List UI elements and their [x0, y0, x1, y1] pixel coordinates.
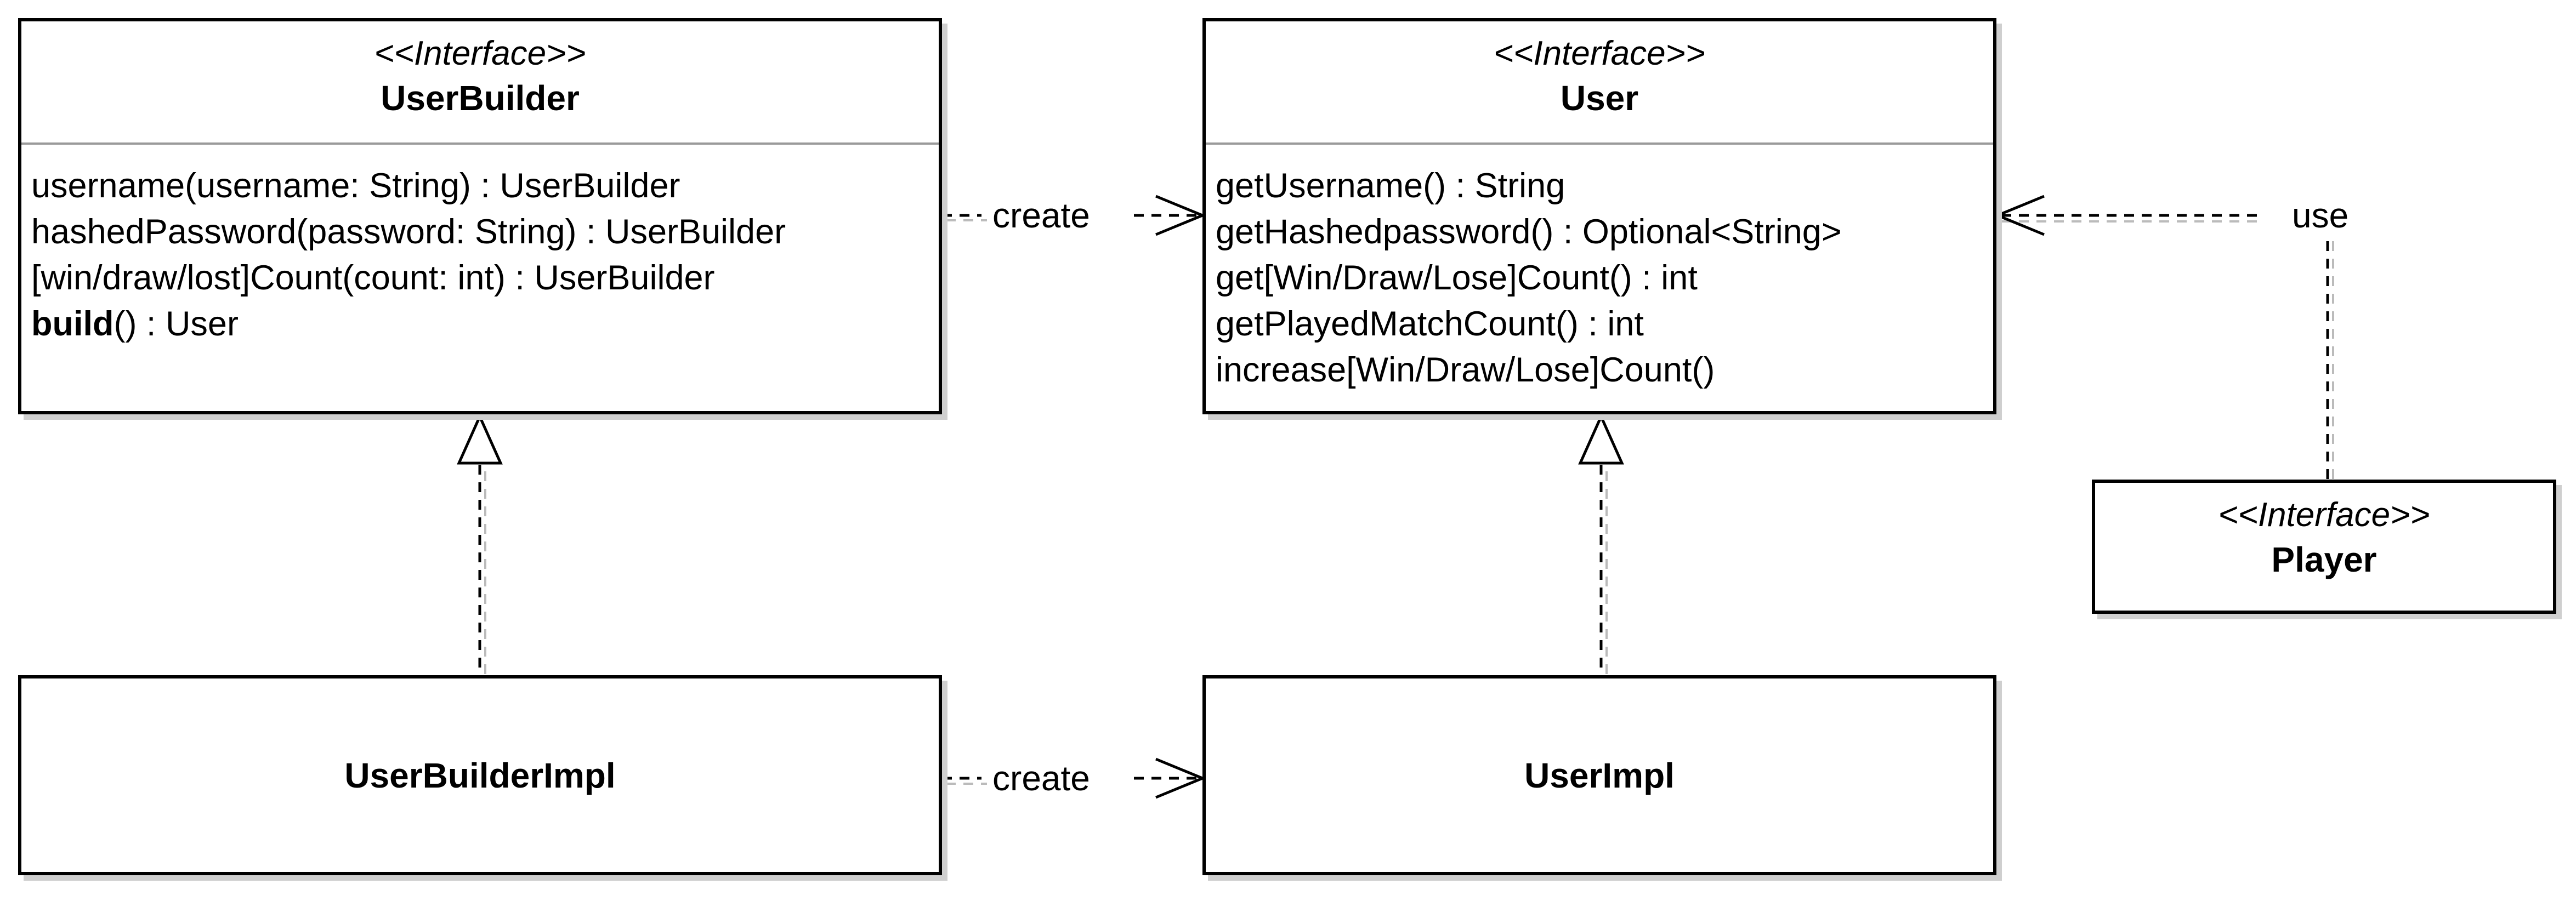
- use-label: use: [2286, 195, 2354, 236]
- operation: [win/draw/lost]Count(count: int) : UserB…: [31, 259, 715, 297]
- hollow-triangle-arrowhead: [457, 413, 503, 465]
- stereotype-label: <<Interface>>: [1493, 35, 1706, 72]
- compartment-divider: [21, 142, 939, 145]
- realization-userbuilderimpl: [457, 413, 503, 675]
- operation: getHashedpassword() : Optional<String>: [1216, 213, 1842, 251]
- userbuilder-interface[interactable]: <<Interface>> UserBuilder username(usern…: [18, 18, 942, 414]
- operation: build() : User: [31, 301, 933, 347]
- operation: getPlayedMatchCount() : int: [1216, 305, 1644, 343]
- dependency-use: [1994, 195, 2334, 480]
- class-name: User: [1560, 78, 1639, 118]
- class-name: UserBuilder: [381, 78, 580, 118]
- userbuilderimpl-class[interactable]: UserBuilderImpl: [18, 675, 942, 875]
- operations-list: username(username: String) : UserBuilder…: [31, 163, 933, 347]
- compartment-divider: [1206, 142, 1993, 145]
- operation-signature: () : User: [114, 305, 239, 343]
- operation: increase[Win/Draw/Lose]Count(): [1216, 351, 1715, 389]
- operation: getUsername() : String: [1216, 167, 1565, 205]
- create-label-bottom: create: [987, 758, 1096, 799]
- class-name: Player: [2271, 540, 2377, 579]
- class-name: UserBuilderImpl: [344, 755, 616, 795]
- user-interface[interactable]: <<Interface>> User getUsername() : Strin…: [1202, 18, 1996, 414]
- userimpl-class[interactable]: UserImpl: [1202, 675, 1996, 875]
- player-interface[interactable]: <<Interface>> Player: [2092, 480, 2556, 614]
- operation: hashedPassword(password: String) : UserB…: [31, 213, 786, 251]
- stereotype-label: <<Interface>>: [2218, 496, 2430, 534]
- operations-list: getUsername() : String getHashedpassword…: [1216, 163, 1988, 393]
- operation: get[Win/Draw/Lose]Count() : int: [1216, 259, 1698, 297]
- stereotype-label: <<Interface>>: [374, 35, 586, 72]
- operation-name-bold: build: [31, 305, 114, 343]
- hollow-triangle-arrowhead: [1578, 413, 1624, 465]
- create-label-top: create: [987, 195, 1096, 236]
- operation: username(username: String) : UserBuilder: [31, 167, 680, 205]
- realization-userimpl: [1578, 413, 1624, 675]
- open-arrowhead: [1994, 195, 2045, 236]
- class-name: UserImpl: [1524, 755, 1675, 795]
